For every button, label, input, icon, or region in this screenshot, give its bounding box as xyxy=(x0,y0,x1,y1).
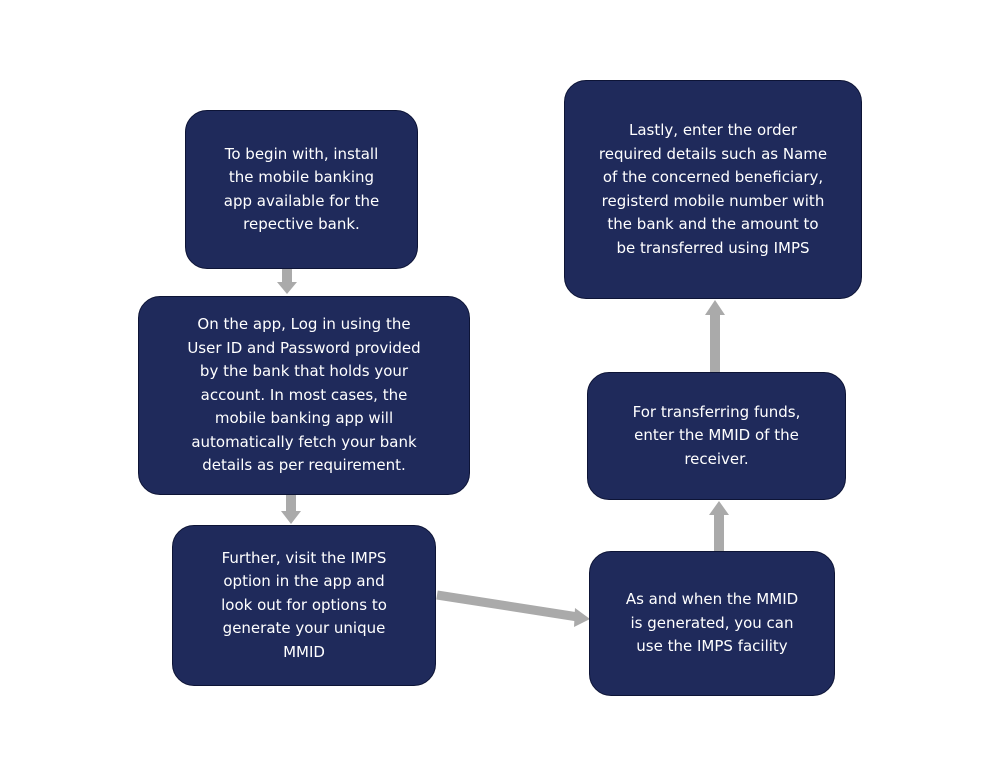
step-generate-mmid: Further, visit the IMPS option in the ap… xyxy=(172,525,436,686)
arrow-login-to-mmid xyxy=(281,495,301,524)
step-generate-mmid-text: Further, visit the IMPS option in the ap… xyxy=(221,548,387,661)
step-use-imps: As and when the MMID is generated, you c… xyxy=(589,551,835,696)
arrow-enter-mmid-to-details xyxy=(705,300,725,372)
step-enter-mmid: For transferring funds, enter the MMID o… xyxy=(587,372,846,500)
step-install-app: To begin with, install the mobile bankin… xyxy=(185,110,418,269)
step-log-in-text: On the app, Log in using the User ID and… xyxy=(187,315,421,475)
step-use-imps-text: As and when the MMID is generated, you c… xyxy=(625,590,799,656)
arrow-install-to-login xyxy=(277,269,297,294)
step-enter-mmid-text: For transferring funds, enter the MMID o… xyxy=(632,402,801,468)
step-install-app-text: To begin with, install the mobile bankin… xyxy=(223,144,380,234)
arrow-imps-to-enter-mmid xyxy=(709,501,729,551)
arrow-mmid-to-imps xyxy=(436,590,590,627)
step-enter-details: Lastly, enter the order required details… xyxy=(564,80,862,299)
step-log-in: On the app, Log in using the User ID and… xyxy=(138,296,470,495)
step-enter-details-text: Lastly, enter the order required details… xyxy=(598,121,828,257)
